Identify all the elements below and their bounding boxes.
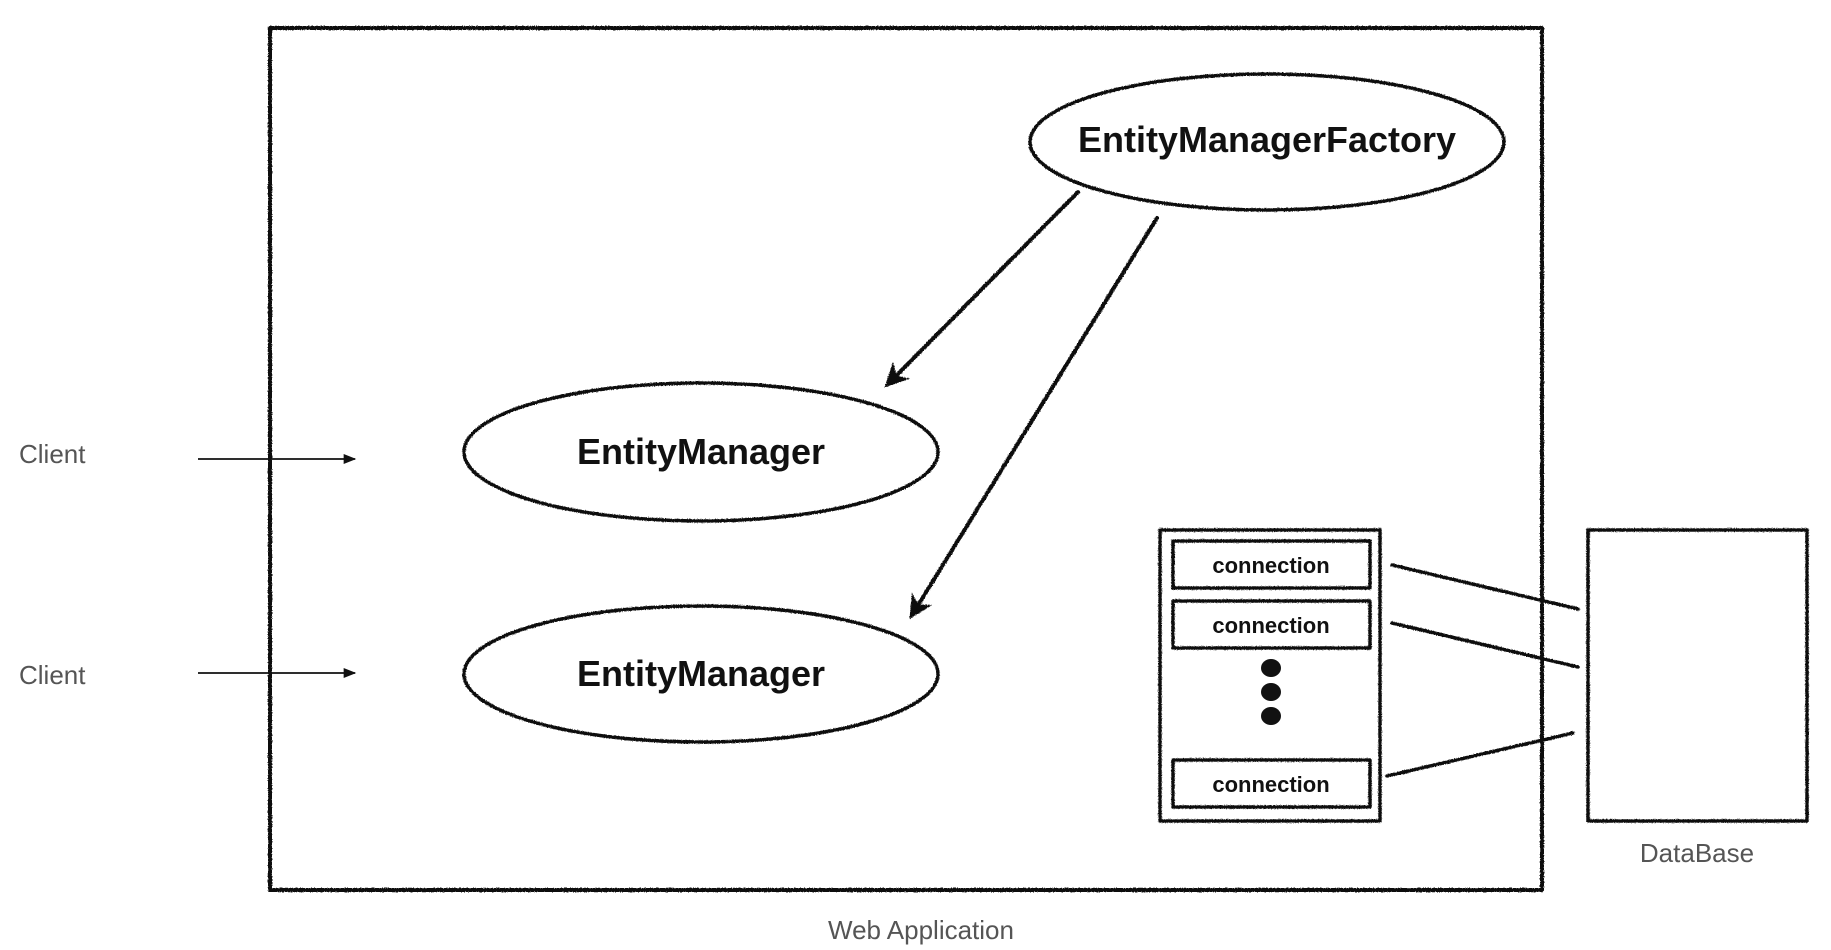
connection-pool: connection connection connection <box>1158 528 1382 823</box>
entity-manager-factory-label: EntityManagerFactory <box>1078 119 1456 160</box>
client-label-2: Client <box>19 660 86 690</box>
entity-manager-node-1: EntityManager <box>462 381 940 523</box>
database-label: DataBase <box>1640 838 1754 868</box>
ellipsis-dots <box>1261 659 1281 725</box>
web-application-label: Web Application <box>828 915 1014 945</box>
connection-slot-1: connection <box>1171 539 1372 590</box>
entity-manager-label-2: EntityManager <box>577 653 825 694</box>
factory-to-manager-1-arrow <box>884 190 1080 388</box>
entity-manager-factory-node: EntityManagerFactory <box>1028 72 1506 212</box>
connection-link-1 <box>1390 563 1580 611</box>
connection-link-3 <box>1385 731 1575 778</box>
factory-to-manager-2-arrow <box>909 216 1159 620</box>
database-box <box>1586 528 1809 823</box>
client-label-1: Client <box>19 439 86 469</box>
connection-link-2 <box>1390 621 1580 669</box>
connection-slot-2: connection <box>1171 599 1372 650</box>
connection-slot-3: connection <box>1171 758 1372 809</box>
connection-label-2: connection <box>1212 613 1329 638</box>
entity-manager-label-1: EntityManager <box>577 431 825 472</box>
entity-manager-node-2: EntityManager <box>462 604 940 744</box>
connection-label-1: connection <box>1212 553 1329 578</box>
connection-label-3: connection <box>1212 772 1329 797</box>
